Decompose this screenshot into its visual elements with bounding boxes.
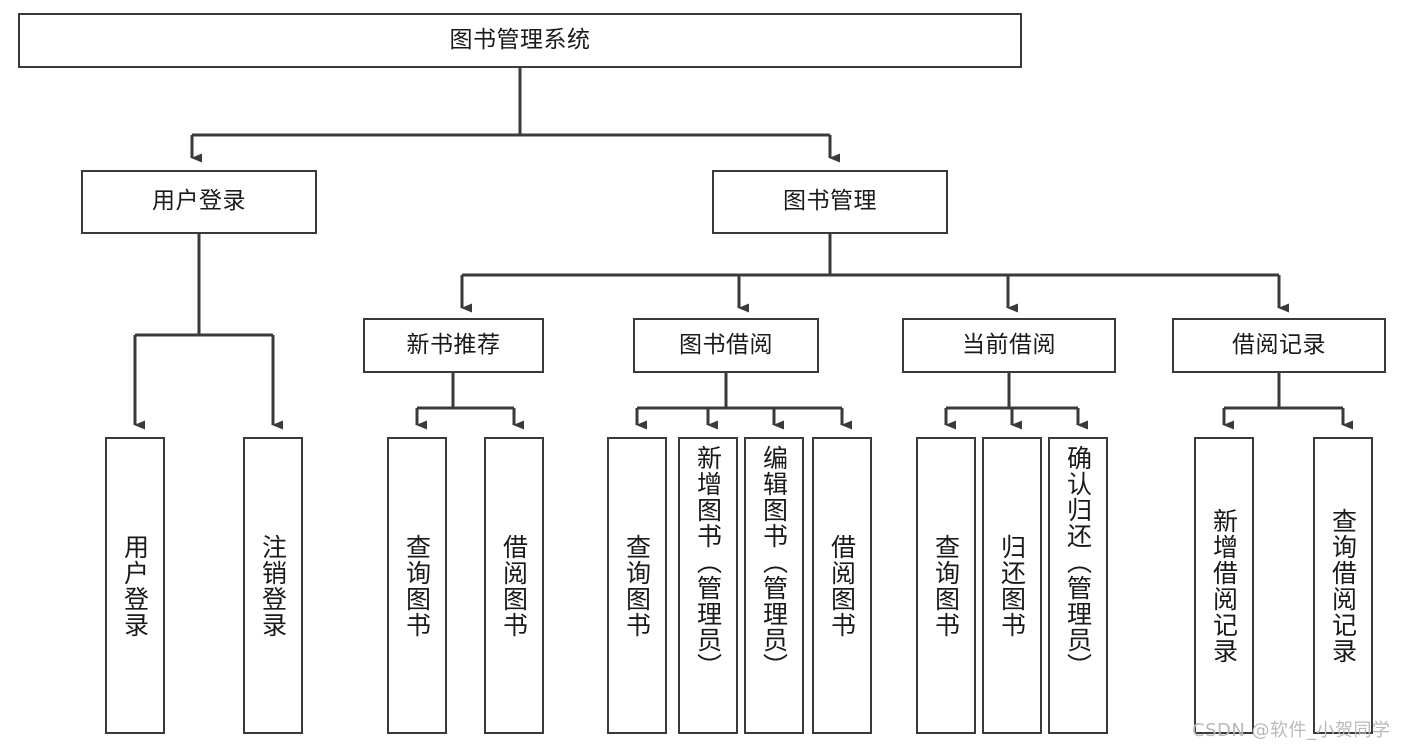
leaf-add-book-admin[interactable]: 新增图书（管理员）	[678, 437, 738, 734]
leaf-borrow-book-label: 借阅图书	[827, 533, 857, 638]
node-book-management[interactable]: 图书管理	[712, 170, 948, 234]
leaf-query-book-recommend-label: 查询图书	[402, 533, 432, 638]
leaf-borrow-book[interactable]: 借阅图书	[812, 437, 872, 734]
node-current-borrow-label: 当前借阅	[962, 331, 1056, 358]
leaf-edit-book-admin-label: 编辑图书（管理员）	[759, 445, 789, 679]
node-current-borrow[interactable]: 当前借阅	[902, 318, 1116, 373]
leaf-query-book-borrow-label: 查询图书	[622, 533, 652, 638]
leaf-edit-book-admin[interactable]: 编辑图书（管理员）	[744, 437, 804, 734]
leaf-add-borrow-record[interactable]: 新增借阅记录	[1194, 437, 1254, 734]
leaf-query-book-current-label: 查询图书	[931, 533, 961, 638]
node-root[interactable]: 图书管理系统	[18, 13, 1022, 68]
leaf-return-book-label: 归还图书	[997, 533, 1027, 638]
node-book-borrow[interactable]: 图书借阅	[633, 318, 819, 373]
leaf-logout-label: 注销登录	[258, 533, 288, 638]
leaf-add-borrow-record-label: 新增借阅记录	[1209, 507, 1239, 664]
node-new-book-recommend[interactable]: 新书推荐	[363, 318, 544, 373]
leaf-borrow-book-recommend[interactable]: 借阅图书	[484, 437, 544, 734]
leaf-query-borrow-record[interactable]: 查询借阅记录	[1313, 437, 1373, 734]
leaf-return-book[interactable]: 归还图书	[982, 437, 1042, 734]
leaf-borrow-book-recommend-label: 借阅图书	[499, 533, 529, 638]
leaf-query-book-recommend[interactable]: 查询图书	[387, 437, 447, 734]
leaf-user-login-label: 用户登录	[120, 533, 150, 638]
leaf-query-borrow-record-label: 查询借阅记录	[1328, 507, 1358, 664]
node-borrow-records[interactable]: 借阅记录	[1172, 318, 1386, 373]
watermark: CSDN @软件_小贺同学	[1192, 720, 1391, 741]
node-borrow-records-label: 借阅记录	[1232, 331, 1326, 358]
leaf-confirm-return-admin[interactable]: 确认归还（管理员）	[1048, 437, 1108, 734]
leaf-confirm-return-admin-label: 确认归还（管理员）	[1063, 445, 1093, 679]
leaf-add-book-admin-label: 新增图书（管理员）	[693, 445, 723, 679]
node-user-login-label: 用户登录	[152, 188, 246, 215]
leaf-query-book-borrow[interactable]: 查询图书	[607, 437, 667, 734]
node-root-label: 图书管理系统	[449, 26, 591, 53]
node-new-book-recommend-label: 新书推荐	[406, 331, 501, 358]
leaf-logout[interactable]: 注销登录	[243, 437, 303, 734]
node-user-login[interactable]: 用户登录	[81, 170, 317, 234]
node-book-management-label: 图书管理	[783, 188, 877, 215]
leaf-user-login[interactable]: 用户登录	[105, 437, 165, 734]
node-book-borrow-label: 图书借阅	[679, 331, 773, 358]
leaf-query-book-current[interactable]: 查询图书	[916, 437, 976, 734]
